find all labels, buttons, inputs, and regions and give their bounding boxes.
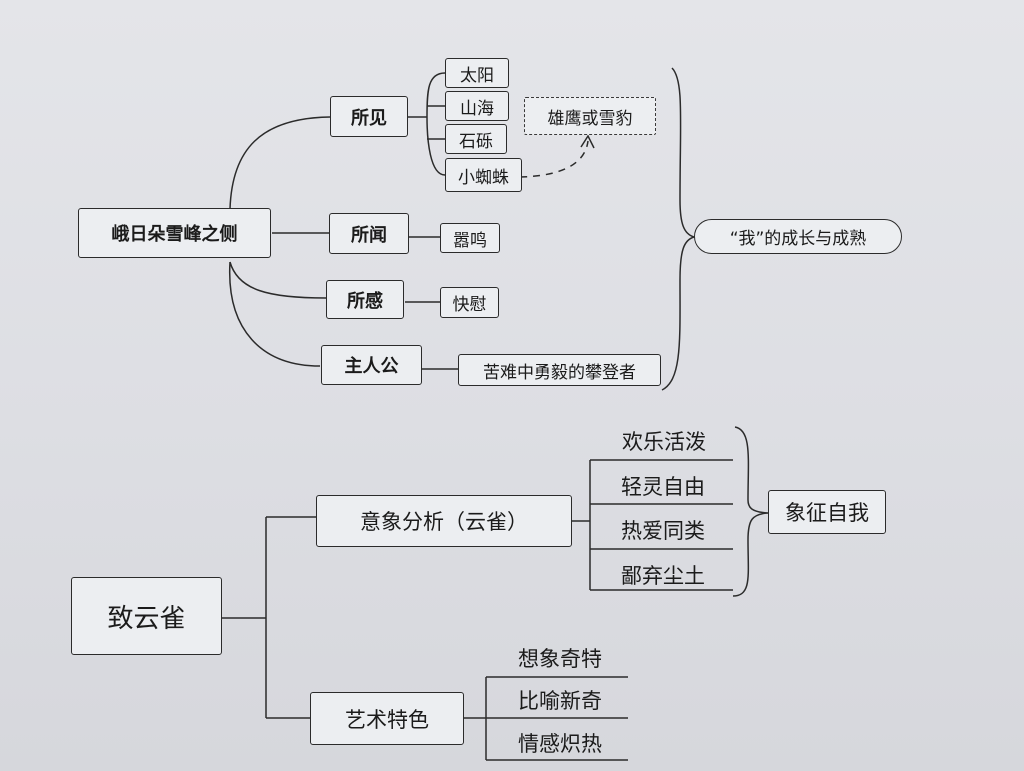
link2-root: [222, 516, 316, 719]
note-eagle-or-leopard: 雄鹰或雪豹: [524, 97, 656, 135]
link2-analysis-items: [572, 459, 733, 591]
symbol-self: 象征自我: [768, 490, 886, 534]
branch-felt: 所感: [326, 280, 404, 319]
protagonist-item: 苦难中勇毅的攀登者: [458, 354, 661, 386]
dashed-arrow: [519, 140, 589, 178]
conclusion-growth: “我”的成长与成熟: [694, 219, 902, 254]
analysis-item-love-kind: 热爱同类: [621, 519, 705, 543]
feature-item-imagination: 想象奇特: [518, 647, 602, 671]
link-root-protagonist: [228, 261, 321, 367]
link-root-seen: [229, 116, 331, 210]
link-seen-items: [408, 72, 446, 176]
link2-features-items: [464, 676, 628, 761]
seen-item-spider: 小蜘蛛: [445, 158, 522, 192]
branch-artistic-features: 艺术特色: [310, 692, 464, 745]
big-bracket: [661, 67, 697, 391]
heard-item: 嚣鸣: [440, 223, 500, 253]
feature-item-metaphor: 比喻新奇: [518, 689, 602, 713]
analysis-item-free: 轻灵自由: [621, 475, 705, 499]
branch-heard: 所闻: [329, 213, 409, 254]
seen-item-gravel: 石砾: [445, 124, 507, 154]
feature-item-emotion: 情感炽热: [518, 732, 602, 756]
root-node: 峨日朵雪峰之侧: [78, 208, 271, 258]
root2-node: 致云雀: [71, 577, 222, 655]
seen-item-mountains-sea: 山海: [445, 91, 509, 121]
analysis-item-lively: 欢乐活泼: [622, 430, 706, 454]
analysis-item-scorn-dust: 鄙弃尘土: [621, 564, 705, 588]
branch-image-analysis: 意象分析（云雀）: [316, 495, 572, 547]
arrow-head: [580, 134, 595, 149]
link2-items-bracket: [732, 426, 769, 597]
branch-protagonist: 主人公: [321, 345, 422, 385]
branch-seen: 所见: [330, 96, 408, 137]
link-root-felt: [229, 261, 327, 299]
felt-item: 快慰: [440, 287, 499, 318]
seen-item-sun: 太阳: [445, 58, 509, 88]
